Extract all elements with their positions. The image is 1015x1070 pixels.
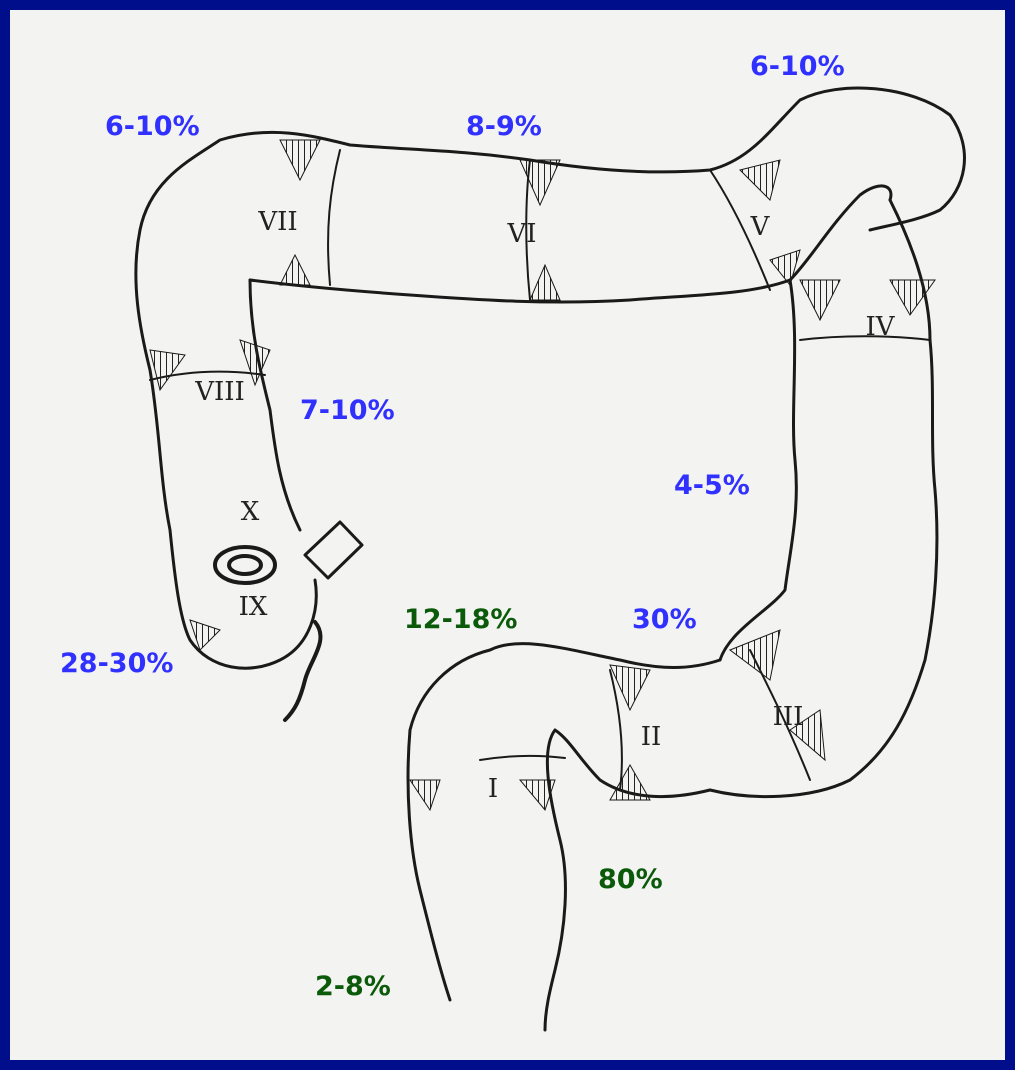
percent-label: 12-18%	[404, 606, 517, 633]
percent-label: 28-30%	[60, 650, 173, 677]
segment-numeral: V	[750, 212, 771, 242]
percent-label: 4-5%	[674, 472, 750, 499]
segment-numeral: IV	[865, 312, 895, 342]
percent-label: 80%	[598, 866, 663, 893]
segment-numeral: III	[773, 702, 804, 732]
percent-label: 6-10%	[750, 53, 845, 80]
percent-label: 7-10%	[300, 397, 395, 424]
percent-label: 2-8%	[315, 973, 391, 1000]
percent-label: 8-9%	[466, 113, 542, 140]
diagram-panel: I II III IV V VI VII VIII IX X IX 6-10% …	[10, 10, 1005, 1060]
percent-label: 6-10%	[105, 113, 200, 140]
ileum-stub	[305, 522, 362, 578]
ascending-colon-outline	[136, 230, 316, 668]
segment-numeral: VIII	[194, 377, 245, 407]
segment-numeral: VII	[257, 207, 297, 237]
segment-numeral: X	[241, 497, 260, 527]
segment-numeral: VI	[506, 219, 536, 249]
sigmoid-colon-outline	[408, 644, 720, 1000]
colon-illustration: I II III IV V VI VII VIII IX X IX	[10, 10, 1005, 1060]
percent-label: 30%	[632, 606, 697, 633]
appendix	[285, 622, 320, 720]
segment-numeral: II	[641, 722, 662, 752]
segment-numeral: I	[488, 774, 498, 804]
